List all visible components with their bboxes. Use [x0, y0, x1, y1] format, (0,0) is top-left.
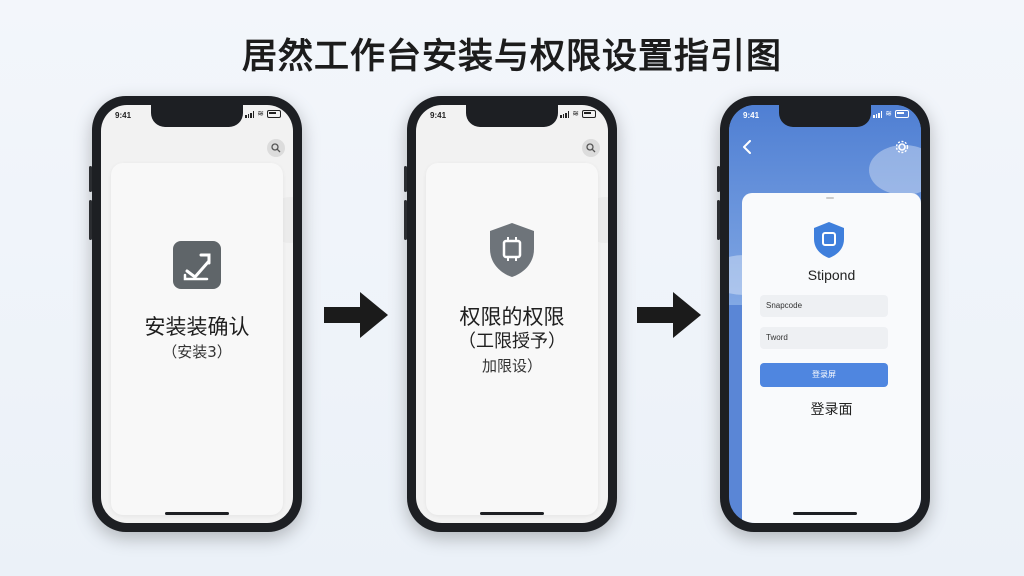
wifi-icon: ≋ [885, 109, 892, 118]
notch [779, 105, 871, 127]
permission-card: 权限的权限 （工限授予） 加限设） [426, 163, 598, 515]
login-caption: 登录面 [810, 402, 853, 418]
signal-icon [873, 110, 883, 118]
battery-icon [582, 110, 596, 118]
phone-step1: 9:41 ≋ [89, 96, 302, 532]
battery-icon [895, 110, 909, 118]
status-icons: ≋ [245, 110, 281, 118]
phone-step3: 9:41 ≋ [717, 96, 930, 532]
step2-line2: （工限授予） [458, 331, 566, 352]
card-handle [826, 197, 834, 199]
status-time: 9:41 [115, 111, 132, 120]
wifi-icon: ≋ [572, 109, 579, 118]
search-icon[interactable] [267, 139, 285, 157]
settings-icon[interactable] [895, 139, 909, 154]
login-card: Stipond Snapcode Tword 登录屏 登录面 [742, 193, 921, 523]
arrow-right-icon [637, 292, 701, 338]
back-icon[interactable] [741, 139, 753, 154]
shield-icon [486, 221, 538, 279]
install-confirm-card: 安装装确认 （安装3） [111, 163, 283, 515]
status-time: 9:41 [743, 111, 760, 120]
status-icons: ≋ [560, 110, 596, 118]
step2-line3: 加限设） [481, 357, 542, 375]
phone-screen: 9:41 ≋ [416, 105, 608, 523]
shield-icon [812, 221, 846, 259]
home-indicator [793, 512, 857, 515]
phone-screen: 9:41 ≋ [729, 105, 921, 523]
phone-step2: 9:41 ≋ [404, 96, 617, 532]
status-time: 9:41 [430, 111, 447, 120]
brand-name: Stipond [807, 267, 856, 283]
password-field[interactable]: Tword [760, 327, 888, 349]
login-button[interactable]: 登录屏 [760, 363, 888, 387]
wifi-icon: ≋ [257, 109, 264, 118]
username-field[interactable]: Snapcode [760, 295, 888, 317]
arrow-right-icon [324, 292, 388, 338]
notch [151, 105, 243, 127]
page-title: 居然工作台安装与权限设置指引图 [241, 37, 782, 77]
signal-icon [245, 110, 255, 118]
search-icon[interactable] [582, 139, 600, 157]
phone-screen: 9:41 ≋ [101, 105, 293, 523]
step2-line1: 权限的权限 [459, 305, 565, 329]
status-bar: 9:41 ≋ [101, 105, 293, 127]
home-indicator [480, 512, 544, 515]
status-bar: 9:41 ≋ [729, 105, 921, 127]
install-icon [173, 241, 221, 289]
notch [466, 105, 558, 127]
signal-icon [560, 110, 570, 118]
step1-sub: （安装3） [162, 343, 232, 361]
battery-icon [267, 110, 281, 118]
home-indicator [165, 512, 229, 515]
status-bar: 9:41 ≋ [416, 105, 608, 127]
status-icons: ≋ [873, 110, 909, 118]
step1-heading: 安装装确认 [144, 315, 250, 339]
